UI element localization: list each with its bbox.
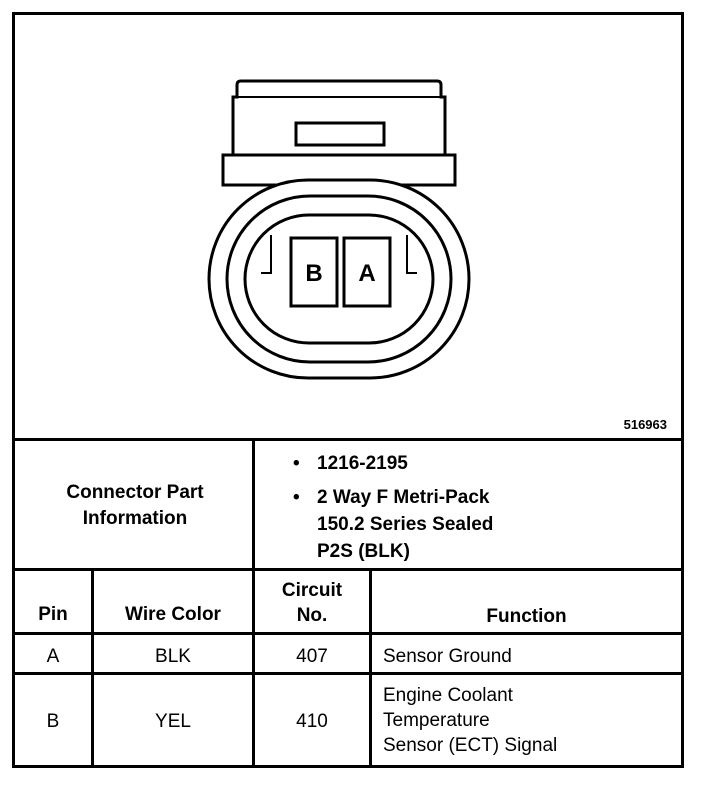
header-pin: Pin — [38, 604, 68, 625]
row-b-function: Engine Coolant Temperature Sensor (ECT) … — [383, 685, 558, 756]
header-function: Function — [486, 606, 567, 627]
divider-info — [15, 568, 681, 571]
connector-shoulder — [221, 153, 457, 187]
divider-col-wire — [91, 568, 94, 768]
divider-header — [15, 632, 681, 635]
divider-col-circuit — [252, 438, 255, 768]
connector-diagram-frame: B A 516963 Connector Part Information 12… — [12, 12, 684, 768]
divider-row-a — [15, 672, 681, 675]
connector-info-label: Connector Part Information — [15, 480, 255, 532]
connector-description: 2 Way F Metri-Pack 150.2 Series Sealed P… — [287, 484, 493, 565]
connector-info-list: 1216-2195 2 Way F Metri-Pack 150.2 Serie… — [287, 450, 493, 572]
figure-id: 516963 — [623, 417, 667, 432]
pin-label-a: A — [358, 260, 375, 287]
connector-latch — [231, 79, 447, 157]
row-b-wire-color: YEL — [155, 711, 191, 732]
divider-col-function — [369, 568, 372, 768]
pin-label-b: B — [305, 260, 322, 287]
row-a-wire-color: BLK — [155, 646, 191, 667]
header-wire-color: Wire Color — [125, 604, 221, 625]
header-circuit-line2: No. — [296, 605, 328, 626]
header-circuit-line1: Circuit — [281, 580, 343, 601]
terminal-cavity-a — [342, 236, 392, 308]
row-a-circuit: 407 — [296, 646, 328, 667]
row-a-function: Sensor Ground — [383, 646, 512, 667]
connector-illustration: B A 516963 — [15, 15, 681, 439]
connector-part-number: 1216-2195 — [287, 450, 493, 477]
row-b-circuit: 410 — [296, 711, 328, 732]
connector-face — [243, 213, 435, 345]
row-b-pin: B — [46, 711, 60, 732]
terminal-cavity-b — [289, 236, 339, 308]
divider-figure — [15, 438, 681, 441]
row-a-pin: A — [46, 646, 60, 667]
connector-info-label-line2: Information — [82, 508, 188, 529]
latch-slot — [294, 121, 386, 147]
connector-info-label-line1: Connector Part — [66, 482, 204, 503]
header-circuit-no: Circuit No. — [255, 578, 369, 628]
connector-drawing: B A — [207, 79, 471, 380]
